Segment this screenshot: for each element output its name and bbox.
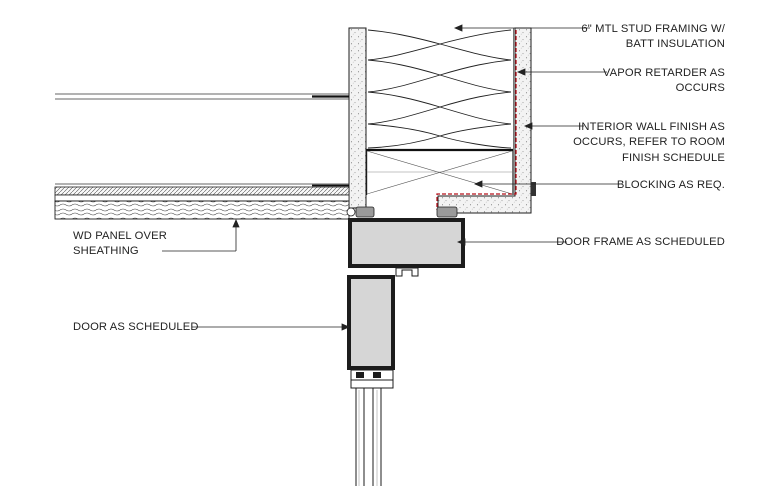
wood-panel-assembly xyxy=(54,93,350,220)
label-interior-finish: INTERIOR WALL FINISH AS OCCURS, REFER TO… xyxy=(573,121,725,164)
gaskets xyxy=(346,206,458,218)
label-stud-framing: 6" MTL STUD FRAMING W/ BATT INSULATION xyxy=(581,23,725,51)
blocking-x xyxy=(366,150,513,195)
stud-wall-cavity xyxy=(364,28,514,195)
label-door-frame: DOOR FRAME AS SCHEDULED xyxy=(556,236,725,248)
label-blocking: BLOCKING AS REQ. xyxy=(616,179,725,191)
batt-insulation xyxy=(367,29,512,149)
corner-bead xyxy=(531,182,536,196)
door-leaf xyxy=(347,275,395,486)
vapor-retarder-line xyxy=(436,30,517,210)
leader-lines xyxy=(162,24,620,331)
door-frame xyxy=(348,218,465,277)
gypsum-board-left xyxy=(348,27,367,209)
label-wd-panel: WD PANEL OVER SHEATHING xyxy=(73,230,167,258)
label-vapor-retarder: VAPOR RETARDER AS OCCURS xyxy=(602,67,725,95)
label-door: DOOR AS SCHEDULED xyxy=(73,321,199,333)
